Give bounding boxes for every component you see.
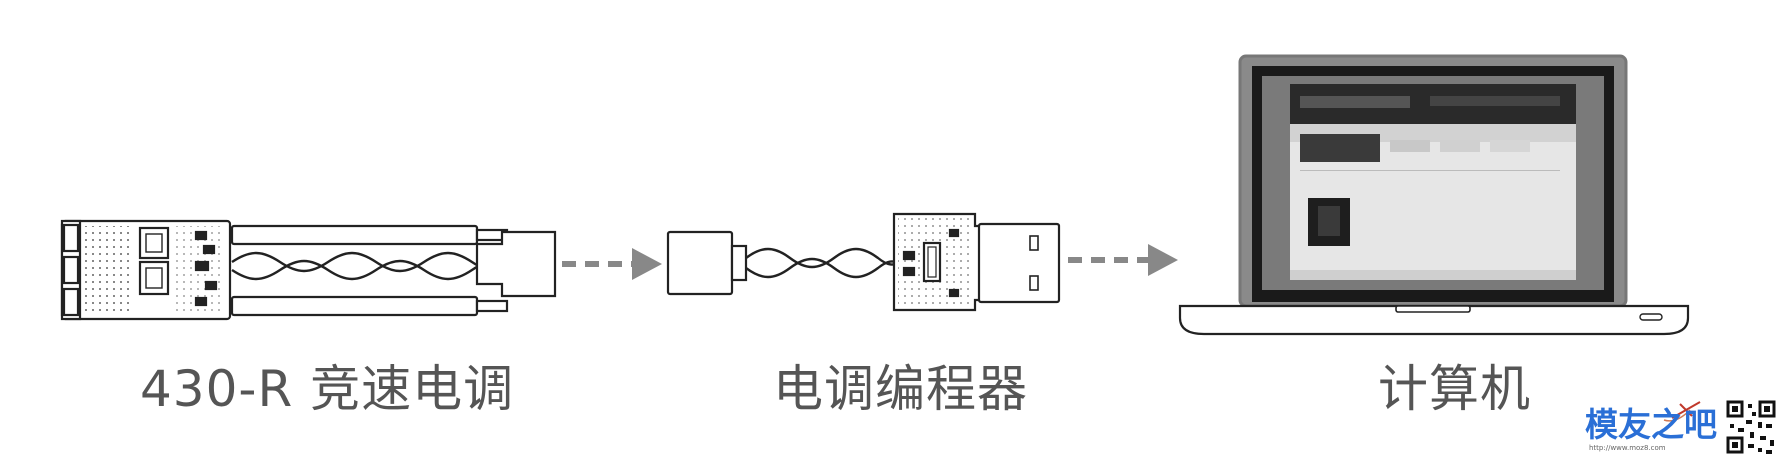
esc-board-illustration [60, 219, 557, 321]
computer-caption: 计算机 [1378, 360, 1531, 418]
watermark: 模友之吧 http://www.moz8.com [1585, 398, 1780, 458]
qr-code-icon [1726, 400, 1778, 456]
arrow-right-icon [1068, 244, 1178, 276]
watermark-text: 模友之吧 [1585, 405, 1717, 444]
watermark-url: http://www.moz8.com [1589, 444, 1666, 452]
plane-logo-icon [1663, 401, 1701, 422]
programmer-caption: 电调编程器 [773, 360, 1028, 418]
esc-caption: 430-R 竞速电调 [140, 360, 515, 418]
arrow-right-icon [562, 248, 662, 280]
usb-programmer-illustration [666, 212, 1061, 312]
laptop-illustration [1178, 54, 1690, 336]
